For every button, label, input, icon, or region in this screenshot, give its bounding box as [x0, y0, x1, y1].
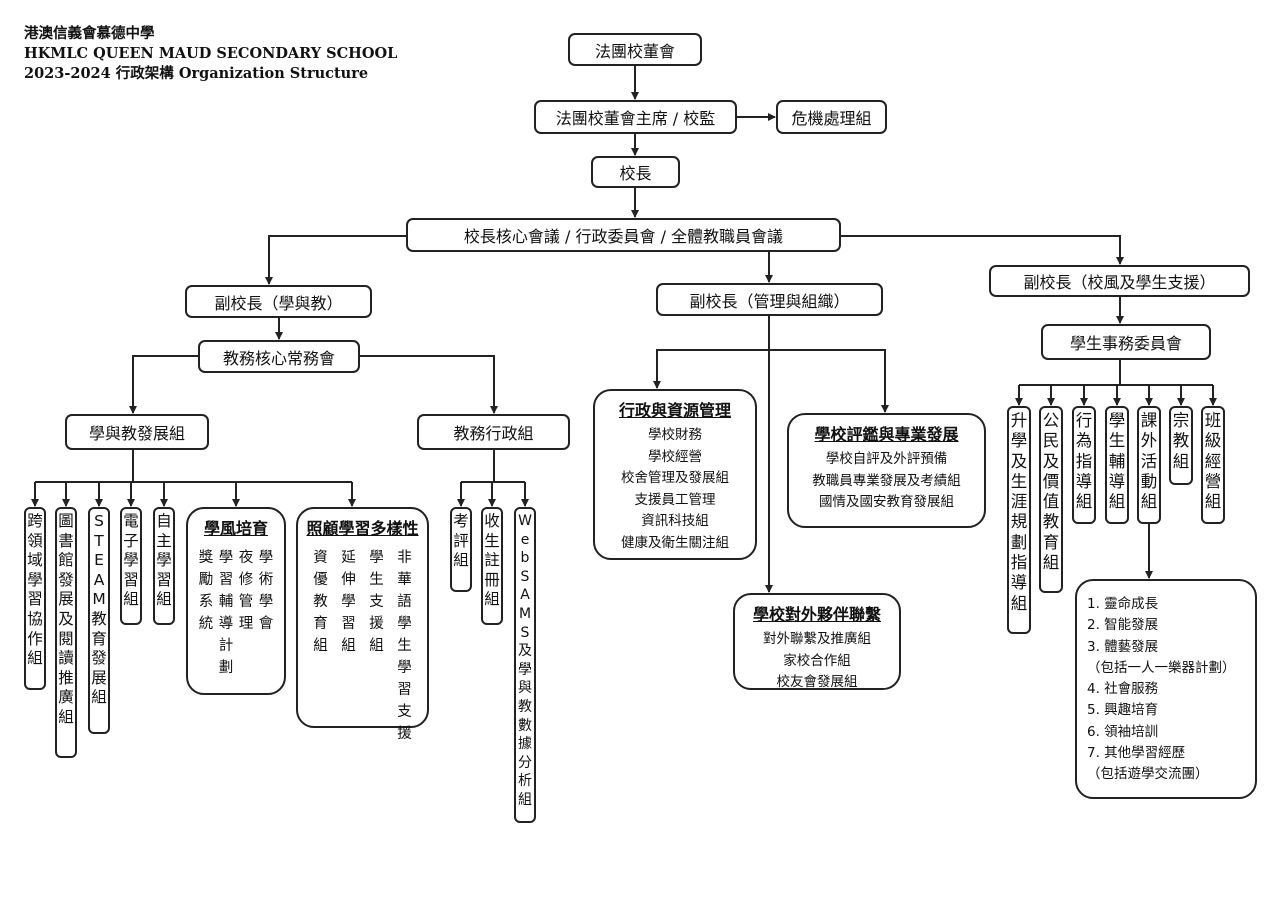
council-box: 校長核心會議 / 行政委員會 / 全體教職員會議 [406, 218, 841, 252]
admin-resource-item: 資訊科技組 [641, 513, 709, 529]
year-title: 2023-2024 行政架構 Organization Structure [24, 65, 369, 82]
board-box: 法團校董會 [568, 33, 702, 66]
vp-learning-box: 副校長（學與教） [185, 285, 372, 318]
crisis-box: 危機處理組 [776, 100, 887, 134]
counselling-box: 學生輔導組 [1105, 406, 1129, 524]
admin-resource-group: 行政與資源管理 學校財務 學校經營 校舍管理及發展組 支援員工管理 資訊科技組 … [593, 389, 757, 560]
partnership-item: 校友會發展組 [776, 674, 858, 690]
self-directed-learning-box: 自主學習組 [153, 507, 175, 625]
vp-management-box: 副校長（管理與組織） [656, 283, 883, 316]
chart-header: 港澳信義會慕德中學 HKMLC QUEEN MAUD SECONDARY SCH… [24, 24, 397, 84]
activity-item: 7. 其他學習經歷 [1087, 745, 1186, 762]
library-reading-box: 圖書館發展及閱讀推廣組 [55, 507, 77, 758]
vp-student-box: 副校長（校風及學生支援） [989, 265, 1250, 297]
activity-item: 4. 社會服務 [1087, 681, 1159, 698]
evaluation-title: 學校評鑑與專業發展 [814, 425, 959, 444]
school-name-en: HKMLC QUEEN MAUD SECONDARY SCHOOL [24, 45, 398, 62]
admin-resource-title: 行政與資源管理 [618, 401, 731, 420]
activity-item: 6. 領袖培訓 [1087, 723, 1159, 740]
culture-col: 學術學會 [258, 550, 274, 632]
activity-item: 5. 興趣培育 [1087, 702, 1159, 719]
partnership-item: 對外聯繫及推廣組 [763, 631, 871, 647]
websams-box: WebSAMS及學與教數據分析組 [514, 507, 536, 823]
diversity-col: 資優教育組 [313, 550, 328, 654]
learning-dev-box: 學與教發展組 [65, 414, 209, 450]
cross-domain-learning-box: 跨領域學習協作組 [24, 507, 46, 690]
diversity-col: 延伸學習組 [341, 550, 356, 654]
academic-admin-box: 教務行政組 [417, 414, 570, 450]
evaluation-item: 國情及國安教育發展組 [819, 494, 954, 510]
activity-item: （包括遊學交流團） [1087, 766, 1209, 783]
admin-resource-item: 校舍管理及發展組 [621, 470, 729, 486]
activity-item: （包括一人一樂器計劃） [1087, 659, 1236, 676]
ecа-box: 課外活動組 [1137, 406, 1161, 524]
activity-item: 1. 靈命成長 [1087, 596, 1159, 612]
evaluation-group: 學校評鑑與專業發展 學校自評及外評預備 教職員專業發展及考績組 國情及國安教育發… [787, 413, 986, 528]
activities-group: 1. 靈命成長 2. 智能發展 3. 體藝發展 （包括一人一樂器計劃） 4. 社… [1075, 579, 1257, 799]
e-learning-box: 電子學習組 [120, 507, 142, 625]
partnership-title: 學校對外夥伴聯繫 [752, 605, 881, 624]
principal-box: 校長 [591, 156, 680, 188]
assessment-box: 考評組 [450, 507, 472, 592]
chair-box: 法團校董會主席 / 校監 [534, 100, 737, 134]
admin-resource-item: 支援員工管理 [634, 491, 716, 508]
activity-item: 2. 智能發展 [1087, 617, 1159, 634]
evaluation-item: 學校自評及外評預備 [825, 451, 948, 467]
culture-col: 獎勵系統 [198, 550, 214, 632]
discipline-box: 行為指導組 [1072, 406, 1096, 524]
partnership-group: 學校對外夥伴聯繫 對外聯繫及推廣組 家校合作組 校友會發展組 [733, 593, 901, 690]
school-name-zh: 港澳信義會慕德中學 [24, 25, 155, 42]
learning-diversity-title: 照顧學習多樣性 [306, 519, 419, 538]
activity-item: 3. 體藝發展 [1087, 638, 1159, 655]
class-management-box: 班級經營組 [1201, 406, 1225, 524]
religious-box: 宗教組 [1169, 406, 1193, 485]
admin-resource-item: 學校財務 [648, 427, 702, 443]
admission-box: 收生註冊組 [481, 507, 503, 625]
evaluation-item: 教職員專業發展及考績組 [812, 472, 961, 489]
learning-diversity-group: 照顧學習多樣性 資優教育組 延伸學習組 學生支援組 非華語學生學習支援 [296, 507, 429, 742]
admin-resource-item: 健康及衛生關注組 [621, 534, 729, 551]
career-guidance-box: 升學及生涯規劃指導組 [1007, 406, 1031, 634]
diversity-col: 學生支援組 [369, 550, 384, 654]
culture-col: 學習輔導計劃 [218, 550, 234, 676]
learning-culture-group: 學風培育 獎勵系統 學習輔導計劃 夜修管理 學術學會 [186, 507, 286, 695]
civic-education-box: 公民及價值教育組 [1039, 406, 1063, 593]
diversity-col: 非華語學生學習支援 [397, 550, 412, 742]
academic-core-box: 教務核心常務會 [198, 340, 360, 373]
learning-culture-title: 學風培育 [203, 519, 268, 538]
student-affairs-box: 學生事務委員會 [1041, 324, 1211, 360]
culture-col: 夜修管理 [238, 550, 254, 632]
admin-resource-item: 學校經營 [648, 448, 702, 465]
partnership-item: 家校合作組 [783, 652, 851, 669]
steam-education-box: STEAM教育發展組 [88, 507, 110, 734]
